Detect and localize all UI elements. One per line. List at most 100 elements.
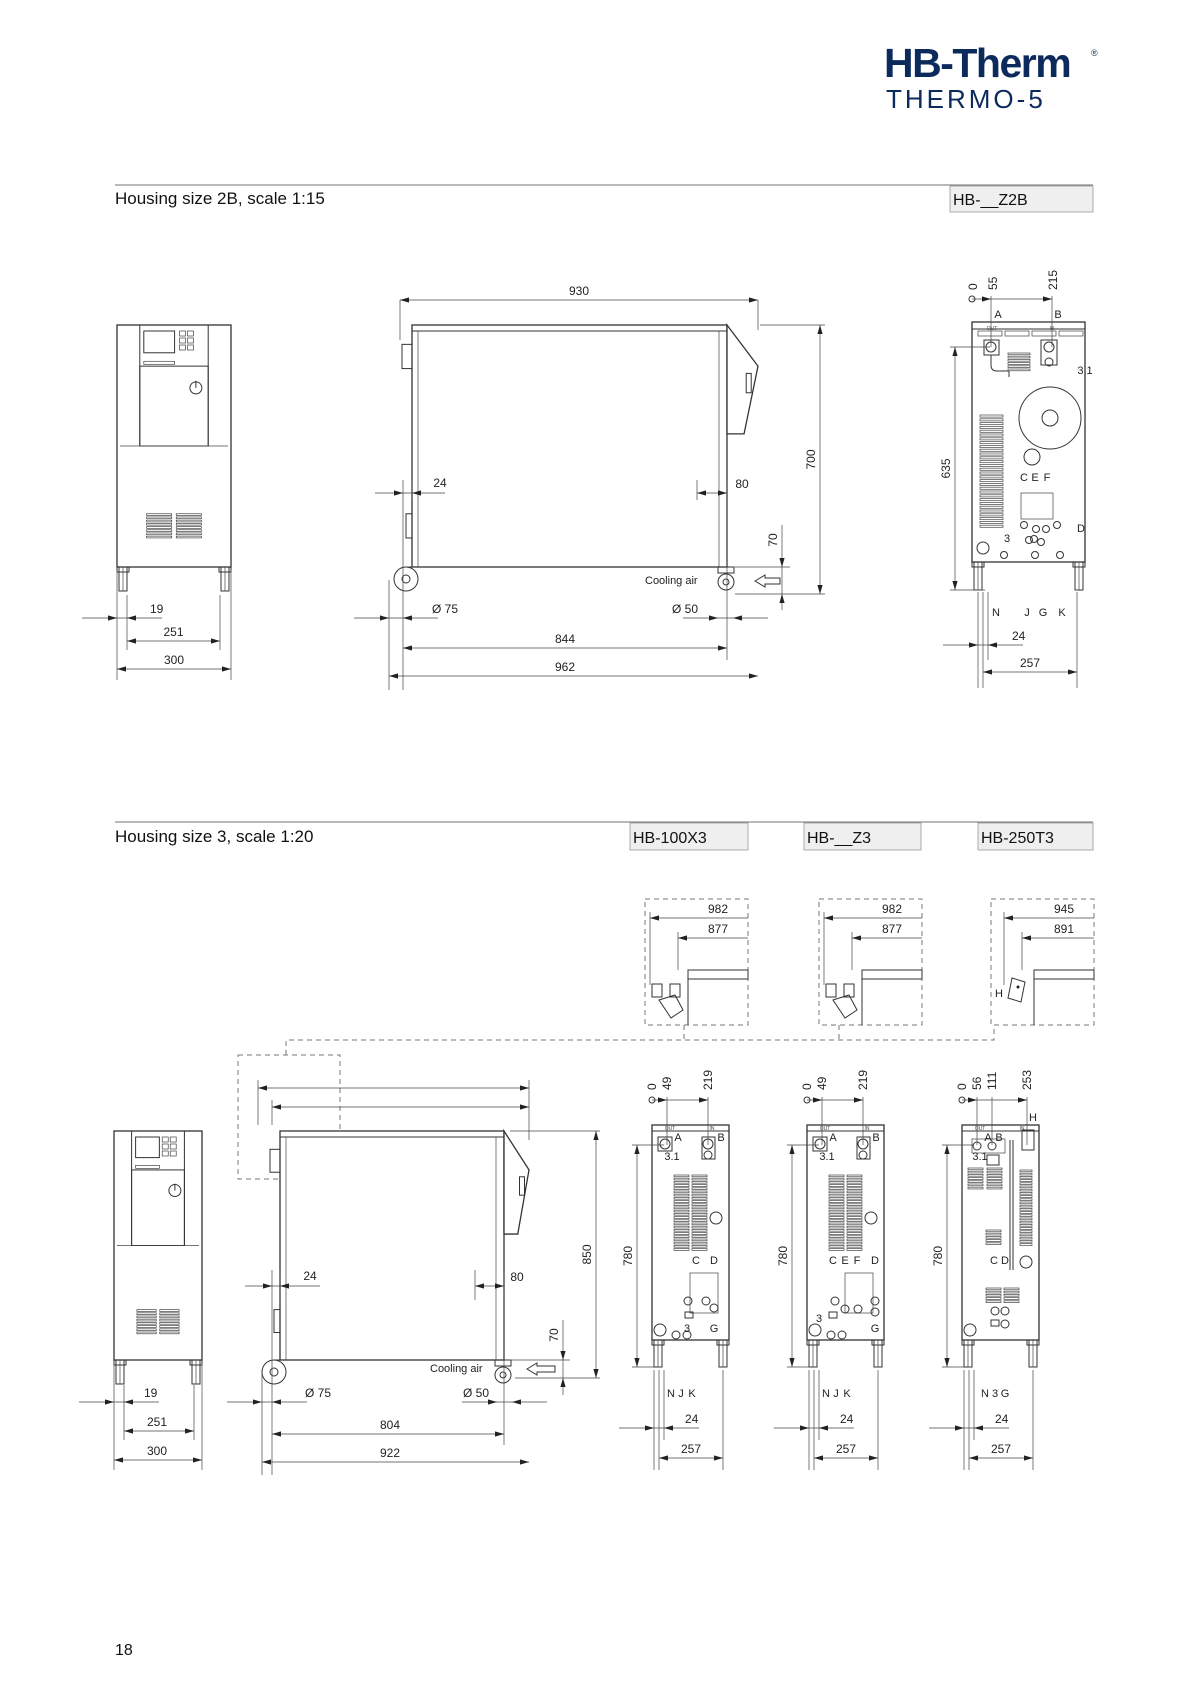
connector-port [1000,1319,1010,1329]
dimension-arrow [944,1145,950,1154]
connector-panel [1020,492,1054,520]
connector-label: N [981,1388,989,1400]
dimension-value: 300 [147,1444,167,1458]
vent-slot [175,529,202,532]
key [187,344,194,351]
vent-slot [846,1177,863,1181]
vent-slot [159,1322,180,1325]
connector-a [814,1138,826,1150]
dimension-value: Ø 50 [672,602,698,616]
cabinet-top-edge [861,969,923,980]
vent-slot [159,1331,180,1335]
vent-slot [828,1245,845,1248]
vent-slot [846,1184,863,1187]
vent-slot [1007,359,1031,362]
drain-port [976,541,990,555]
dimension-value: 0 [966,283,980,290]
vent-slot [846,1213,863,1216]
dimension-value: Ø 75 [432,602,458,616]
vent-slot [979,414,1004,418]
connector-port [870,1307,880,1317]
vent-slot [136,1331,157,1335]
connector-label: K [1058,607,1066,619]
handle-valve [1007,977,1026,1003]
vent-slot [846,1248,863,1251]
vent-slot [967,1177,984,1180]
vent-slot [828,1181,845,1184]
connector-port [870,1296,880,1306]
vent-slot [1019,1224,1033,1227]
dimension-value: 19 [150,602,164,616]
connector-label: B [717,1132,724,1144]
key [161,1136,169,1143]
model-label-box [803,822,922,851]
dimension-arrow [779,594,785,603]
vent-grille [146,513,173,539]
vent-slot [979,437,1004,441]
key [187,330,194,337]
dimension-arrow [645,1425,654,1431]
dimension-arrow [412,490,421,496]
vent-slot [691,1225,708,1229]
vent-slot [846,1187,863,1190]
pipe [990,355,1010,377]
vent-slot [146,516,173,520]
vent-slot [175,519,202,523]
vent-slot [136,1315,157,1319]
wheel-rim [261,1359,287,1385]
dimension-arrow [1004,915,1013,921]
strainer-filter [832,994,858,1019]
connector-port [1042,525,1050,533]
vent-slot [979,445,1004,448]
dimension-arrow [403,615,412,621]
vent-slot [1019,1198,1033,1201]
dimension: 24 [943,629,1026,648]
vent-slot [846,1225,863,1229]
connector-label: K [843,1388,851,1400]
caster-wheel [971,561,985,591]
vent-slot [159,1318,180,1322]
vent-slot [846,1245,863,1248]
vent-slot [673,1213,690,1216]
vent-slot [1019,1217,1033,1221]
vent-slot [828,1177,845,1181]
model-label-box [949,185,1094,213]
vent-slot [985,1294,1002,1297]
dimension: 930 [400,284,758,303]
connector-panel [689,1272,719,1314]
connector-label: E [841,1255,848,1267]
connector-port [682,1330,692,1340]
vent-slot [828,1235,845,1238]
caster-wheel [218,566,232,592]
vent-slot [691,1241,708,1245]
connector-label: N [822,1388,830,1400]
vent-slot [673,1245,690,1248]
dimension-arrow [968,1097,977,1103]
vent-slot [1003,1300,1020,1303]
vent-slot [985,1239,1002,1242]
dimension-arrow [714,1455,723,1461]
connector-label: J [1024,607,1030,619]
connector-port [1020,521,1028,529]
dimension-arrow [869,1455,878,1461]
vent-grille [673,1174,690,1251]
vent-slot [828,1229,845,1232]
dimension-arrow [634,1145,640,1154]
vent-slot [986,1186,1003,1190]
vent-slot [159,1309,180,1312]
connector-port [1032,525,1040,533]
dimension-value: 877 [708,922,728,936]
vent-slot [673,1197,690,1200]
vent-slot [828,1232,845,1235]
dimension-value: 982 [708,902,728,916]
dimension-arrow [124,1399,133,1405]
vent-slot [828,1197,845,1200]
front-wheel [393,566,419,592]
connector-port [683,1296,693,1306]
drain-port [963,1323,977,1337]
out-marking: OUT [665,1126,676,1132]
filler-cap [864,1211,878,1225]
vent-slot [979,452,1004,456]
